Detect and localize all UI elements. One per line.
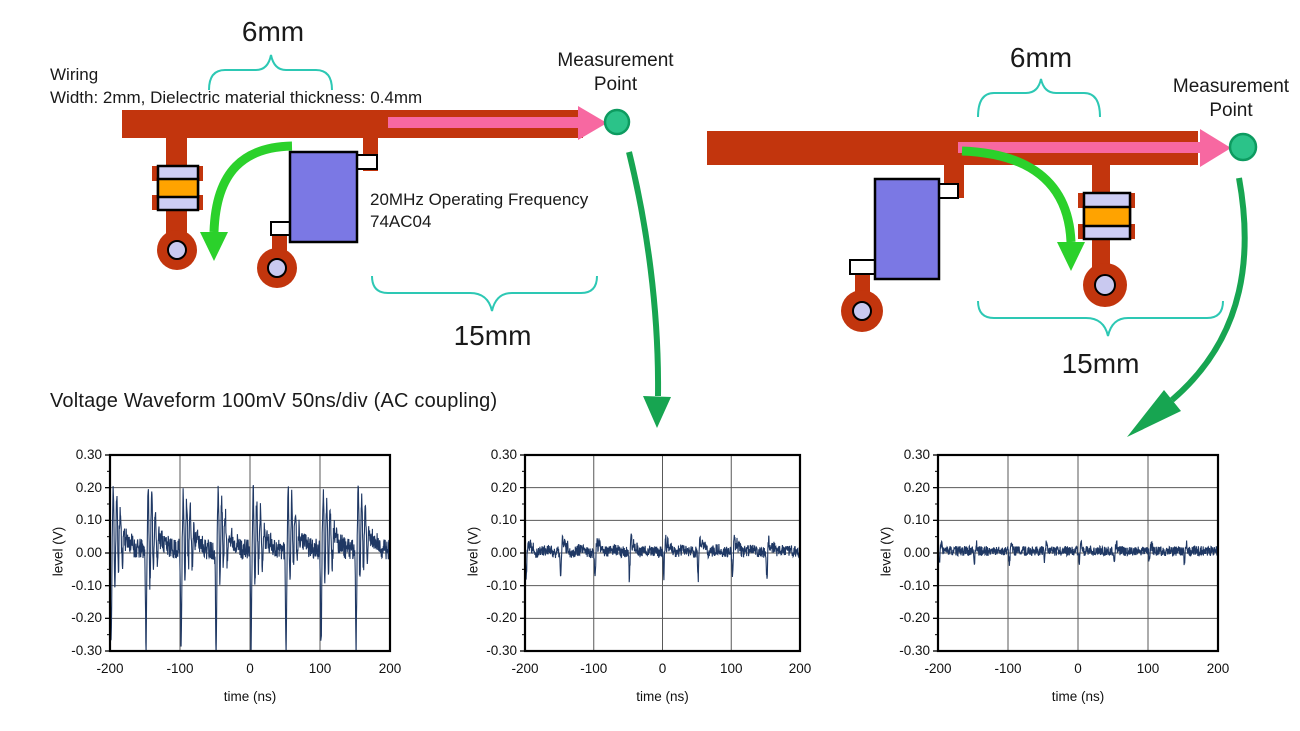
waveform-trace: [525, 533, 800, 583]
waveform-trace: [110, 485, 390, 651]
plot-frame: [936, 453, 1220, 653]
y-tick-label: 0.10: [490, 512, 517, 528]
left-ic-chip: [288, 150, 359, 244]
chart-plot-svg: [520, 453, 802, 653]
waveform-chart-left: 0.30 0.20 0.10 0.00 -0.10 -0.20 -0.30 -200 -100 0…: [40, 447, 404, 713]
x-tick-label: 100: [719, 661, 743, 676]
left-15mm-dimension-brace: [371, 275, 598, 312]
left-to-chart-arrow-head: [643, 396, 671, 428]
x-tick-label: -100: [580, 661, 608, 676]
left-wiring-title: Wiring: [50, 65, 99, 84]
left-measurement-label-line2: Point: [593, 74, 638, 95]
left-wiring-spec: Width: 2mm, Dielectric material thicknes…: [50, 88, 423, 107]
y-tick-label: -0.10: [71, 577, 102, 593]
x-tick-label: -200: [511, 661, 539, 676]
waveform-chart-right: 0.30 0.20 0.10 0.00 -0.10 -0.20 -0.30 -200 -100 0…: [868, 447, 1232, 713]
y-tick-label: 0.30: [75, 447, 102, 462]
left-signal-arrow-shaft: [388, 117, 578, 128]
x-tick-label: 200: [788, 661, 812, 676]
left-ic-label-line2: 74AC04: [370, 212, 432, 231]
y-tick-label: 0.30: [490, 447, 517, 462]
left-return-current-arrow: [209, 141, 293, 233]
left-dim-length-label: 15mm: [453, 320, 532, 351]
y-tick-label: -0.20: [899, 610, 930, 626]
right-signal-arrow-shaft: [958, 142, 1200, 153]
left-measurement-point-marker: [603, 108, 631, 136]
y-axis-label: level (V): [465, 526, 481, 577]
y-tick-label: -0.10: [486, 577, 517, 593]
right-ic-pad-hole: [852, 301, 872, 321]
right-dim-width-label: 6mm: [1009, 42, 1073, 73]
chart-plot-svg: [933, 453, 1220, 653]
right-capacitor-pad-hole: [1094, 274, 1116, 296]
x-tick-label: -100: [166, 661, 194, 676]
x-tick-label: 200: [1206, 661, 1230, 676]
x-tick-label: -200: [96, 661, 124, 676]
right-return-current-arrow-head: [1057, 242, 1085, 271]
y-tick-label: 0.20: [903, 479, 930, 495]
x-tick-label: 200: [378, 661, 402, 676]
right-ic-chip: [873, 177, 941, 281]
y-tick-label: -0.20: [71, 610, 102, 626]
right-15mm-dimension-brace: [977, 300, 1224, 337]
x-tick-label: 100: [1136, 661, 1160, 676]
x-tick-label: 100: [308, 661, 332, 676]
y-axis-label: level (V): [878, 526, 894, 577]
x-tick-label: 0: [658, 661, 667, 676]
x-axis-label: time (ns): [223, 689, 277, 704]
x-axis-label: time (ns): [1051, 689, 1105, 704]
right-measurement-label-line1: Measurement: [1172, 76, 1290, 97]
y-tick-label: 0.00: [903, 545, 930, 560]
right-return-current-arrow: [961, 146, 1076, 243]
y-tick-label: -0.30: [899, 643, 930, 658]
right-circuit-diagram: [707, 78, 1258, 437]
left-signal-arrow-head: [578, 106, 607, 140]
plot-frame: [108, 453, 392, 653]
y-tick-label: 0.20: [75, 479, 102, 495]
right-6mm-dimension-brace: [977, 78, 1101, 118]
left-measurement-label-line1: Measurement: [557, 50, 674, 71]
y-tick-label: -0.20: [486, 610, 517, 626]
y-axis-label: level (V): [50, 526, 66, 577]
x-tick-label: 0: [1074, 661, 1082, 676]
y-tick-label: -0.30: [71, 643, 102, 658]
x-tick-label: -200: [924, 661, 952, 676]
right-measurement-point-marker: [1228, 132, 1258, 162]
right-capacitor-center-band: [1082, 205, 1132, 228]
x-tick-label: -100: [994, 661, 1022, 676]
left-dim-width-label: 6mm: [241, 16, 305, 47]
left-ic-label-line1: 20MHz Operating Frequency: [370, 190, 589, 209]
left-capacitor-center-band: [156, 177, 200, 199]
right-measurement-label-line2: Point: [1209, 100, 1253, 121]
left-to-chart-arrow: [626, 151, 662, 397]
x-axis-label: time (ns): [636, 689, 689, 704]
plot-frame: [523, 453, 802, 653]
right-dim-length-label: 15mm: [1061, 348, 1140, 379]
right-to-chart-arrow-head: [1127, 390, 1181, 437]
left-capacitor-pad-hole: [167, 240, 187, 260]
left-return-current-arrow-head: [200, 232, 228, 261]
y-tick-label: 0.30: [903, 447, 930, 462]
right-to-chart-arrow: [1170, 177, 1248, 403]
x-tick-label: 0: [246, 661, 254, 676]
left-circuit-diagram: [122, 54, 671, 428]
y-tick-label: 0.00: [490, 545, 517, 560]
left-ic-pad-hole: [267, 258, 287, 278]
y-tick-label: -0.30: [486, 643, 517, 658]
y-tick-label: 0.00: [75, 545, 102, 560]
waveform-section-title: Voltage Waveform 100mV 50ns/div (AC coup…: [50, 390, 498, 412]
y-tick-label: 0.10: [903, 512, 930, 528]
left-6mm-dimension-brace: [208, 54, 333, 91]
waveform-trace: [938, 539, 1218, 566]
right-signal-arrow-head: [1200, 129, 1231, 167]
chart-plot-svg: [105, 453, 392, 653]
waveform-chart-middle: 0.30 0.20 0.10 0.00 -0.10 -0.20 -0.30 -200 -100 0…: [455, 447, 814, 713]
y-tick-label: -0.10: [899, 577, 930, 593]
y-tick-label: 0.20: [490, 479, 517, 495]
y-tick-label: 0.10: [75, 512, 102, 528]
